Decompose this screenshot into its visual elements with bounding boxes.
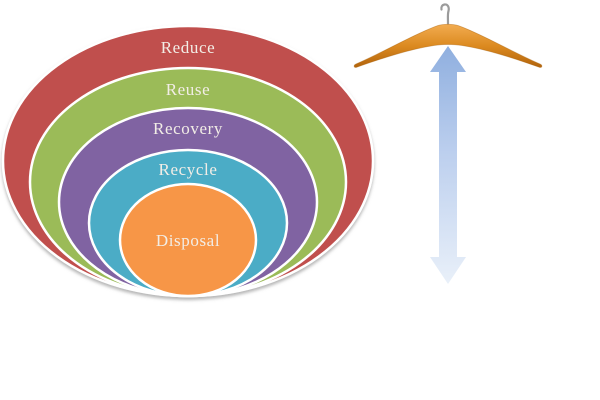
clothes-hanger-icon [353, 3, 543, 68]
up-arrow-icon [430, 46, 466, 284]
hanger-hook [440, 3, 450, 26]
ring-label-reuse: Reuse [166, 80, 211, 99]
ring-label-reduce: Reduce [161, 38, 216, 57]
hanger-body [353, 23, 543, 68]
ring-label-recycle: Recycle [159, 160, 218, 179]
ring-label-recovery: Recovery [153, 119, 223, 138]
nested-ellipse-diagram: Reduce Reuse Recovery Recycle Disposal [1, 24, 375, 298]
ring-label-disposal: Disposal [156, 231, 220, 250]
ring-disposal [118, 182, 258, 298]
